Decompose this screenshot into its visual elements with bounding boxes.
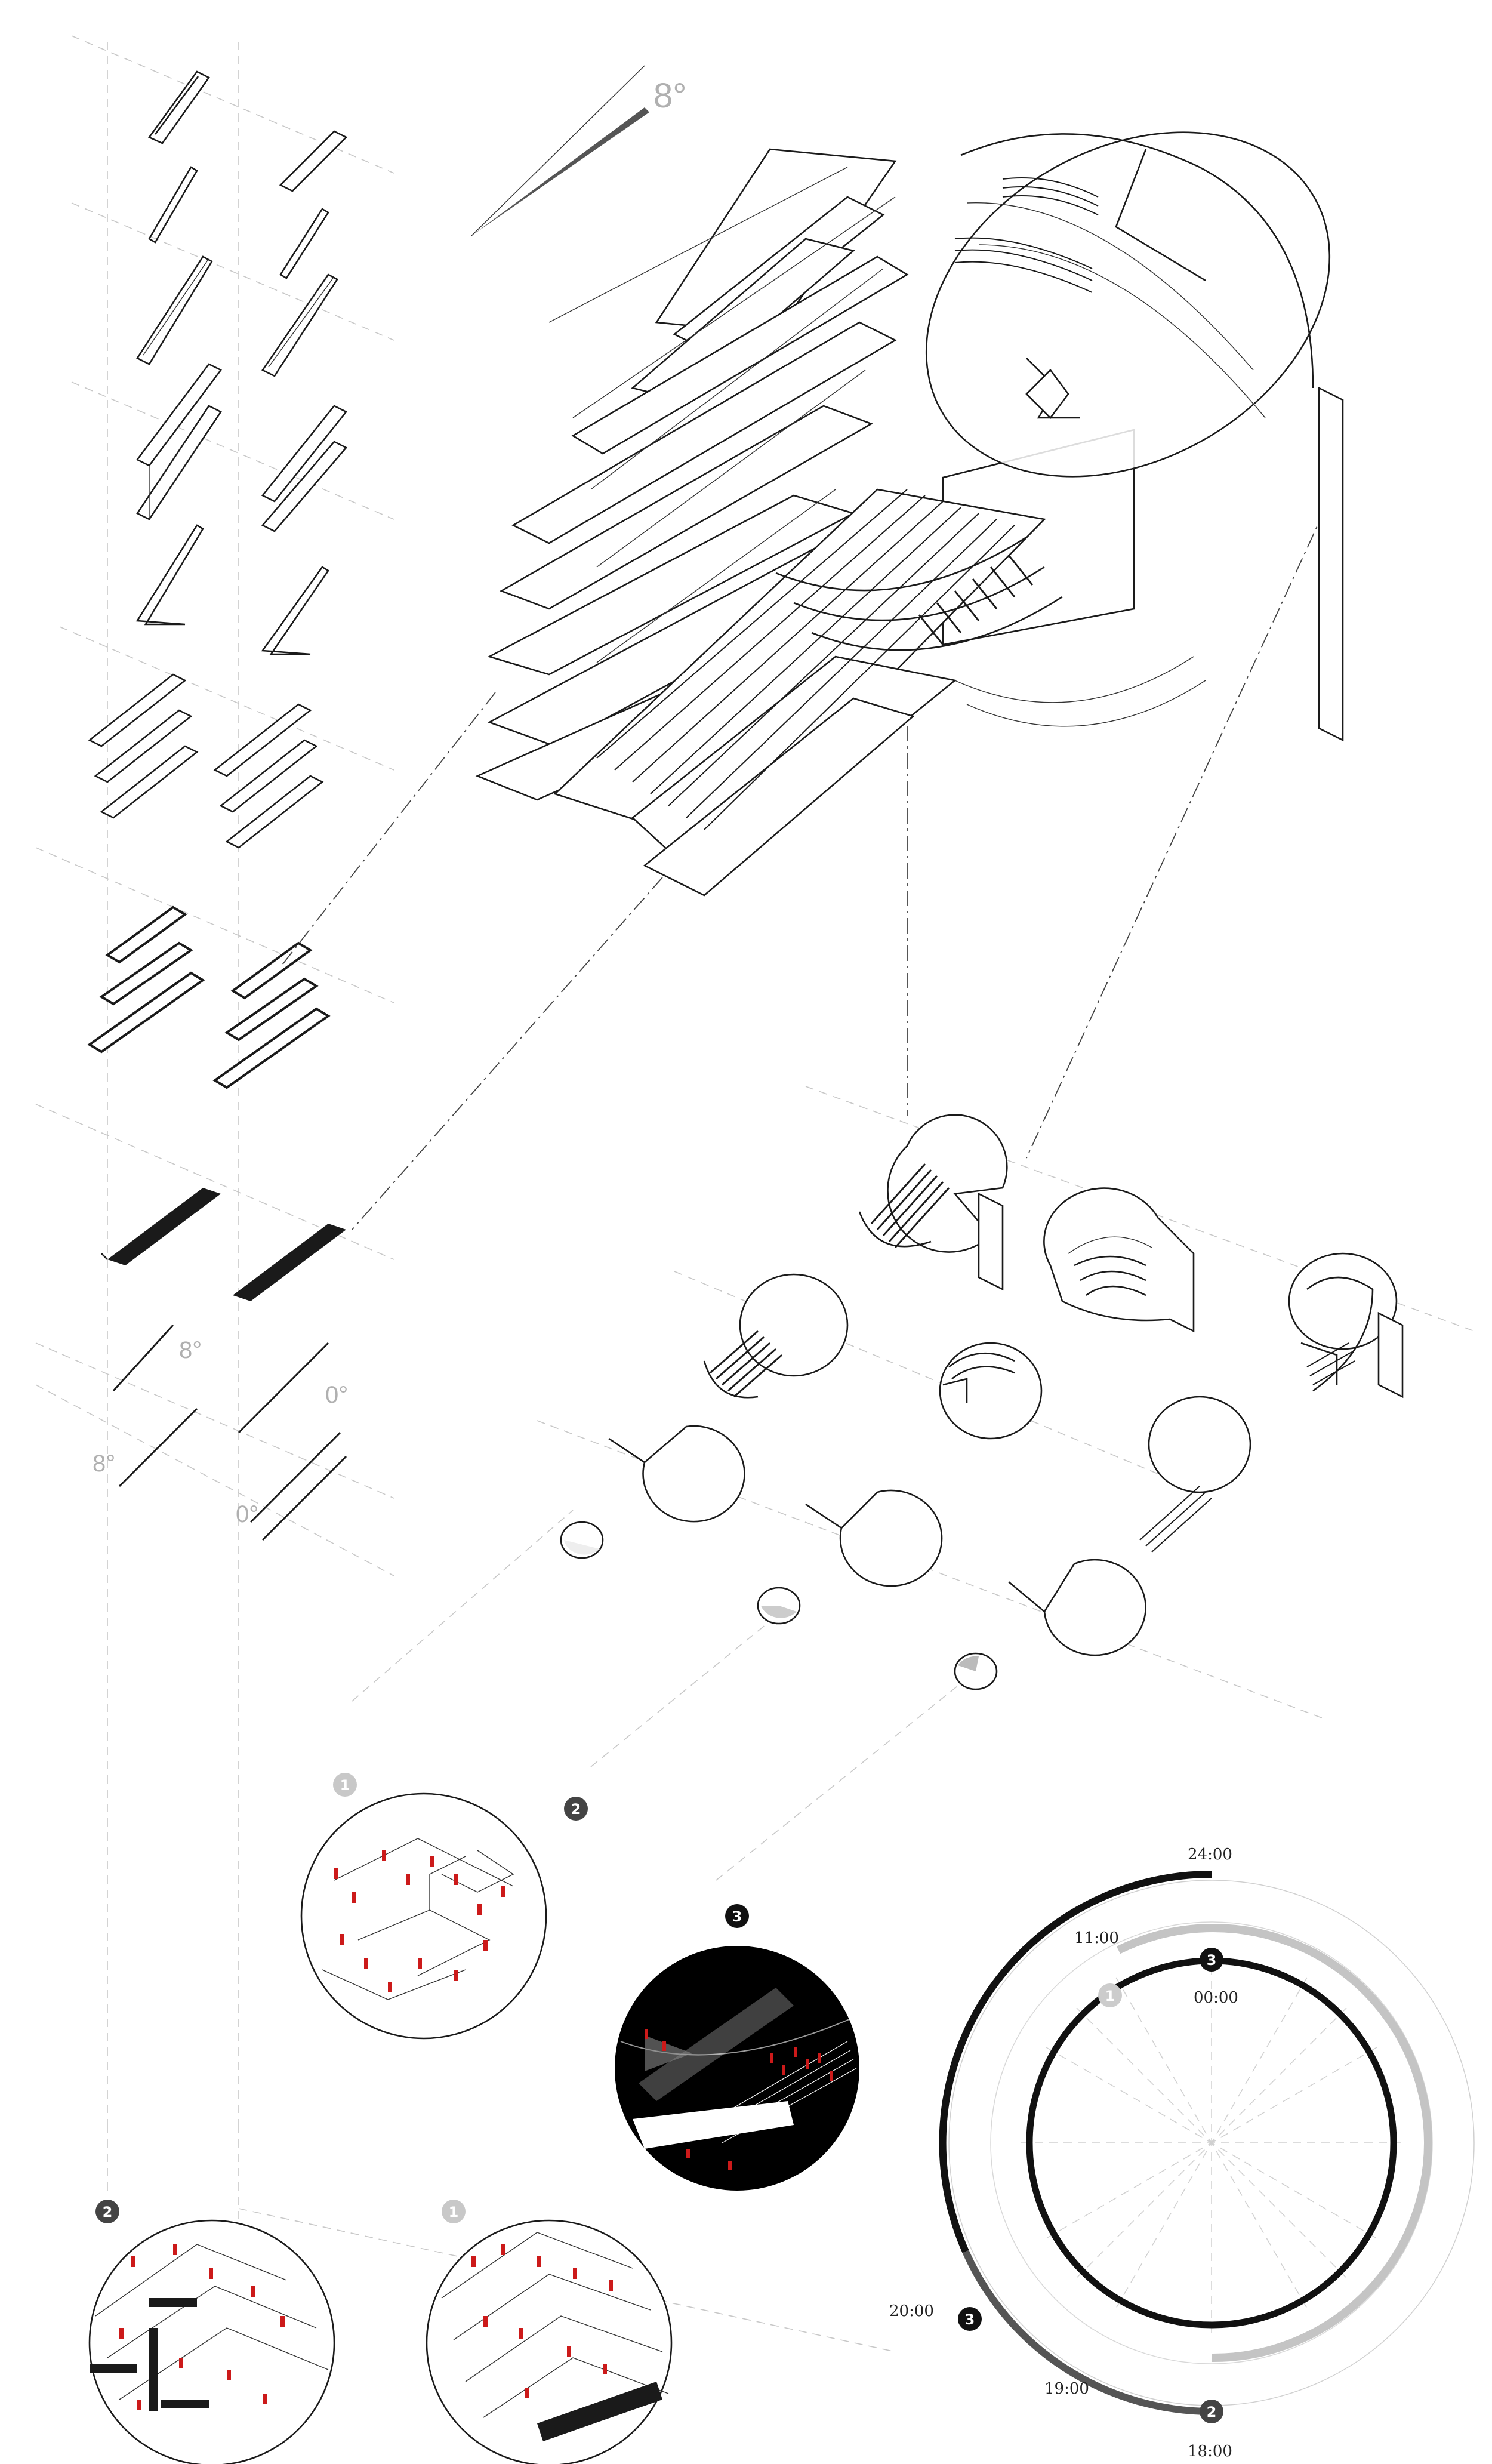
dome-inner-stands bbox=[954, 177, 1099, 293]
exploded-components bbox=[560, 1114, 1404, 1690]
clock-spokes bbox=[1021, 1952, 1402, 2334]
scene-circle-bottom-1 bbox=[426, 2219, 673, 2464]
stair-module bbox=[87, 905, 205, 1054]
outer-ring-arc-late bbox=[962, 2250, 1212, 2416]
stair-module bbox=[136, 255, 213, 365]
scene-circle-3 bbox=[615, 1946, 859, 2191]
stair-module bbox=[261, 566, 329, 655]
disc-cutout bbox=[805, 1489, 943, 1587]
svg-text:1: 1 bbox=[340, 1777, 350, 1794]
svg-text:3: 3 bbox=[965, 2311, 975, 2328]
stair-module bbox=[261, 405, 348, 532]
people-figures bbox=[334, 1850, 505, 1992]
stair-module bbox=[88, 673, 199, 819]
clock-marker: 3 bbox=[958, 2307, 982, 2331]
angle-label-left-a: 8° bbox=[93, 1450, 115, 1477]
component-ring-f bbox=[1139, 1396, 1251, 1553]
stair-module bbox=[261, 273, 338, 377]
clock-marker: 2 bbox=[1200, 2400, 1223, 2423]
slope-line bbox=[118, 1407, 198, 1487]
stair-module-column: 8° 0° 8° 0° bbox=[87, 70, 348, 1541]
stair-module bbox=[135, 524, 204, 626]
ramp-module bbox=[233, 1224, 346, 1301]
scene-3-badge: 3 bbox=[725, 1904, 749, 1928]
component-drum-c bbox=[1288, 1252, 1404, 1399]
clock-time-label: 19:00 bbox=[1044, 2380, 1089, 2398]
main-axonometric-building bbox=[475, 131, 1344, 897]
disc-cutout bbox=[1008, 1559, 1146, 1656]
angle-label-stair-b: 0° bbox=[325, 1382, 348, 1408]
floor-plate bbox=[571, 255, 909, 455]
stair-module bbox=[148, 70, 210, 144]
explosion-connectors bbox=[280, 483, 1337, 1230]
component-ring-e bbox=[939, 1342, 1043, 1440]
angle-label-stair-a: 8° bbox=[179, 1337, 202, 1363]
svg-text:3: 3 bbox=[1207, 1952, 1217, 1969]
outer-ring-arc bbox=[939, 1871, 1212, 2253]
svg-text:2: 2 bbox=[103, 2204, 113, 2220]
stair-module bbox=[136, 363, 222, 520]
slope-line bbox=[238, 1342, 329, 1434]
angle-label-top: 8° bbox=[653, 76, 686, 115]
bottom-1-badge: 1 bbox=[442, 2200, 466, 2223]
construction-guides bbox=[35, 35, 1475, 2352]
component-drum-a bbox=[858, 1114, 1008, 1291]
svg-text:3: 3 bbox=[732, 1908, 742, 1925]
stair-module bbox=[279, 130, 348, 192]
back-wall bbox=[1318, 386, 1344, 742]
scene-circle-bottom-2 bbox=[88, 2219, 335, 2464]
svg-text:1: 1 bbox=[449, 2204, 459, 2220]
slope-line bbox=[249, 1431, 341, 1523]
floor-plate bbox=[511, 321, 897, 544]
time-clock-diagram: 24:00 11:00 00:00 20:00 19:00 18:00 1 3 … bbox=[889, 1846, 1475, 2460]
clock-time-label: 18:00 bbox=[1188, 2443, 1232, 2460]
slope-line bbox=[261, 1455, 347, 1541]
svg-text:2: 2 bbox=[1207, 2404, 1217, 2420]
clock-time-label: 00:00 bbox=[1194, 1989, 1238, 2007]
floor-plate bbox=[499, 405, 874, 610]
stair-module bbox=[212, 941, 331, 1089]
angle-wedge-top: 8° bbox=[471, 65, 686, 236]
stair-module bbox=[148, 166, 198, 244]
component-drum-b bbox=[1043, 1187, 1195, 1333]
curved-stand bbox=[775, 536, 1027, 592]
component-drum-d bbox=[703, 1273, 849, 1399]
scene-1-badge: 1 bbox=[333, 1773, 357, 1797]
bottom-2-badge: 2 bbox=[95, 2200, 119, 2223]
angle-label-left-b: 0° bbox=[236, 1501, 258, 1527]
svg-text:1: 1 bbox=[1105, 1988, 1115, 2004]
bleacher-steps bbox=[596, 489, 1015, 830]
slope-line bbox=[112, 1324, 174, 1392]
ramp-module bbox=[101, 1188, 221, 1265]
clock-time-label: 11:00 bbox=[1074, 1929, 1119, 1947]
curved-stand-fins bbox=[918, 555, 1034, 645]
clock-marker: 1 bbox=[1098, 1983, 1122, 2007]
clock-time-label: 24:00 bbox=[1188, 1846, 1232, 1864]
disc-cutout bbox=[608, 1425, 745, 1523]
middle-ring-arc bbox=[1116, 1924, 1432, 2363]
svg-text:2: 2 bbox=[571, 1801, 581, 1818]
stair-module bbox=[213, 703, 324, 849]
dome-ellipse bbox=[925, 131, 1331, 478]
clock-time-label: 20:00 bbox=[889, 2302, 934, 2320]
scene-2-badge: 2 bbox=[564, 1797, 588, 1821]
clock-marker: 3 bbox=[1200, 1948, 1223, 1972]
scene-circle-1 bbox=[300, 1792, 547, 2040]
stair-module bbox=[279, 208, 329, 279]
